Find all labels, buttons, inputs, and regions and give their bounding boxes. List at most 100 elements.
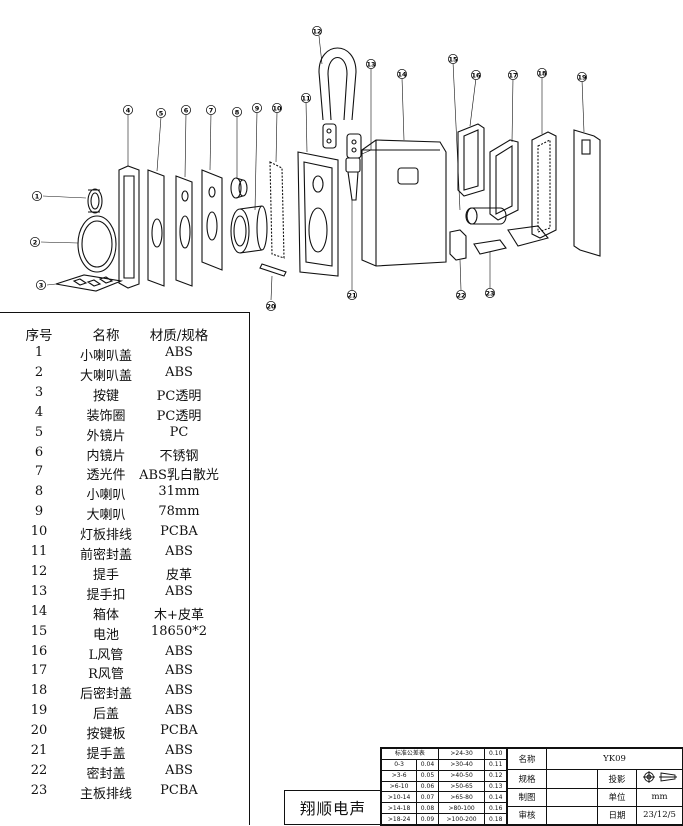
part-light-guide [201,169,223,271]
tolerance-cell: 0-3 [380,758,418,771]
bom-index: 12 [30,563,48,579]
bom-row: 11 前密封盖 ABS [0,544,249,564]
bom-index: 17 [30,663,48,679]
bom-index: 15 [30,623,48,639]
callout-1: 1 [32,190,43,201]
bom-part-name: R风管 [88,667,124,683]
bom-index: 16 [30,643,48,659]
svg-text:15: 15 [448,55,458,63]
bom-index: 14 [30,603,48,619]
callout-6: 6 [180,105,191,116]
bom-index: 23 [30,782,48,798]
bom-material: 18650*2 [150,623,208,639]
part-small-speaker [230,177,248,199]
bom-part-name: 后密封盖 [79,687,132,703]
spec-label: 规格 [507,769,547,789]
name-value: YK09 [546,747,683,771]
bom-material: ABS [165,544,193,559]
bom-material: ABS [165,345,193,360]
unit-label: 单位 [597,787,637,807]
svg-text:21: 21 [347,291,357,299]
part-outer-lens [147,169,165,287]
bom-material: 不锈钢 [159,448,199,464]
bom-part-name: 提手 [92,567,119,583]
tolerance-cell: 0.05 [416,769,439,782]
tolerance-cell: >50-65 [437,780,486,793]
callout-18: 18 [537,68,548,79]
bom-index: 11 [30,544,48,559]
bom-index: 7 [34,464,44,480]
tolerance-cell: >3-6 [380,769,418,782]
callout-2: 2 [29,236,40,247]
svg-text:3: 3 [39,281,44,289]
svg-text:23: 23 [485,289,494,297]
bom-part-name: 前密封盖 [79,548,132,563]
tolerance-cell: 0.09 [416,813,439,825]
part-cabinet [361,139,447,267]
tolerance-cell: 0.07 [416,791,439,804]
tolerance-cell: >30-40 [437,758,486,771]
tolerance-cell: >65-80 [437,791,486,804]
tolerance-cell: 0.06 [416,780,439,793]
svg-text:19: 19 [577,73,587,81]
part-handle-cap [345,157,361,201]
bom-material: ABS [165,643,193,659]
bom-material: ABS [165,583,193,599]
svg-text:20: 20 [266,302,276,310]
bom-index: 2 [34,364,44,380]
bom-part-name: 大喇叭盖 [79,368,132,384]
part-handle-buckle [322,123,362,159]
bom-part-name: 后盖 [92,707,119,723]
callout-19: 19 [577,72,588,83]
name-label: 名称 [507,747,547,771]
bom-part-name: 按键板 [86,727,126,743]
tolerance-cell: 0.16 [484,802,507,815]
part-large-speaker-cover [77,215,117,273]
bom-index: 3 [34,384,44,400]
bom-material: PC透明 [156,388,202,404]
callout-17: 17 [507,70,518,81]
part-light-board-cable [269,161,285,259]
tolerance-cell: >6-10 [380,780,418,793]
part-large-speaker [230,205,268,254]
bom-material: 31mm [158,484,200,500]
bom-index: 10 [30,524,48,540]
bom-material: PC [169,424,189,440]
bom-part-name: 外镜片 [86,428,126,444]
tolerance-cell: 0.08 [416,802,439,815]
callout-11: 11 [300,93,311,104]
svg-text:22: 22 [456,291,465,299]
bom-part-name: 提手盖 [86,747,126,762]
bom-part-name: 密封盖 [86,766,126,782]
part-buttons [55,274,124,292]
bom-material: PCBA [160,723,198,739]
callout-16: 16 [470,70,481,81]
part-handle [318,47,357,121]
callout-14: 14 [396,69,407,80]
tolerance-cell: 0.04 [416,758,439,771]
bom-material: PCBA [160,782,198,798]
company-name: 翔顺电声 [284,790,382,825]
bom-index: 6 [34,444,44,460]
svg-text:2: 2 [33,238,38,246]
callout-9: 9 [251,103,262,114]
title-fields: 名称 YK09 规格 投影 制图 单位 mm [507,747,683,826]
bom-material: ABS [165,703,193,719]
part-rear-seal-cover [507,131,557,247]
callout-15: 15 [447,54,458,65]
bom-index: 1 [34,345,44,360]
